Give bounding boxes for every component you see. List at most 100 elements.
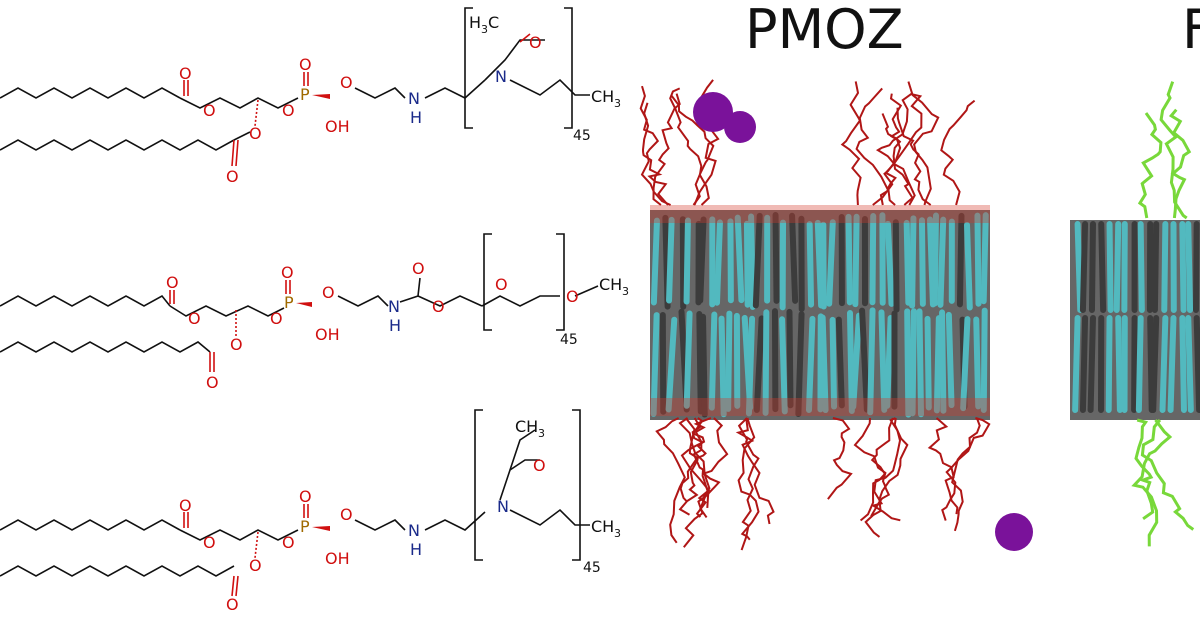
lipid-tail	[960, 316, 971, 412]
ethyl-linker-bottom	[354, 519, 406, 531]
atom-ester-o-top-2: O	[249, 124, 262, 143]
lipid-tail	[1167, 315, 1177, 413]
phosphate-wedge-bottom	[312, 526, 330, 531]
polymer-chain-top-right	[1159, 81, 1188, 220]
headgroup-layer-top-pmoz	[650, 205, 990, 223]
repeat-acyl-bottom	[499, 459, 540, 501]
panel-title-partial: F	[1182, 0, 1200, 61]
lipid-tail	[1079, 221, 1089, 313]
atom-ester-o-top-1: O	[203, 101, 216, 120]
polymer-chain-top	[881, 113, 914, 206]
lipid-tail	[1106, 221, 1114, 313]
phosphate-wedge-top	[312, 94, 330, 99]
lipid-tail	[745, 315, 756, 417]
structure-bottom-labels: O O O O O O P O OH N H CH 3 O N CH 3 45	[179, 417, 621, 614]
lipid-tail	[1074, 221, 1084, 313]
lipid-tail	[650, 312, 660, 417]
lipid-tail	[931, 212, 939, 307]
lipid-tail	[859, 307, 870, 413]
polymer-chain-top-right	[1137, 112, 1163, 219]
atom-end-ch-sub-middle: 3	[622, 285, 629, 298]
lipid-tail	[806, 221, 815, 308]
peg-repeat-middle	[481, 295, 560, 307]
lipid-tail	[1159, 315, 1169, 413]
atom-end-ch-sub-top: 3	[614, 97, 621, 110]
atom-carbamate-o-double-middle: O	[412, 259, 425, 278]
lipid-tail	[708, 311, 718, 411]
lipid-tails-right	[1072, 221, 1200, 413]
carbonyl-bond-top-2b	[235, 139, 239, 167]
atom-phosphate-o-double-bottom: O	[299, 487, 312, 506]
phosphate-wedge-middle	[296, 302, 312, 307]
lipid-tail	[1098, 221, 1107, 313]
atom-repeat-ch-bottom: CH	[515, 417, 538, 436]
atom-carbonyl-o-middle-2: O	[206, 373, 219, 392]
stereo-bond-bottom	[254, 531, 259, 559]
repeat-bracket-left-bottom	[474, 409, 483, 561]
repeat-bracket-right-top	[564, 7, 573, 129]
atom-carbamate-o-middle: O	[432, 297, 445, 316]
carbonyl-bond-top-2	[231, 139, 235, 167]
lipid-tail	[878, 309, 888, 413]
atom-carbonyl-o-bottom-1: O	[179, 496, 192, 515]
lipid-tail	[939, 309, 947, 414]
polymer-brush-pmoz	[639, 79, 991, 551]
lipid-tail	[752, 212, 763, 309]
polymer-chain-top	[652, 93, 681, 206]
atom-repeat-h3c-sub-top: 3	[481, 23, 488, 36]
polymer-chain-top	[670, 94, 715, 206]
lipid-tail	[1179, 315, 1187, 413]
lipid-tail	[1137, 221, 1145, 313]
lipid-tail	[814, 219, 825, 309]
ethyl-linker-middle	[337, 295, 389, 307]
headgroup-layer-bottom-pmoz	[650, 398, 990, 416]
atom-amine-h-top: H	[410, 108, 422, 127]
lipid-tail	[1115, 315, 1123, 413]
polymer-chain-top	[896, 107, 932, 206]
polymer-chain-top	[639, 85, 672, 206]
atom-repeat-h3c-c-top: C	[488, 13, 499, 32]
atom-amine-h-bottom: H	[410, 540, 422, 559]
repeat-bracket-left-middle	[483, 233, 492, 331]
lipid-tail	[1193, 221, 1200, 313]
peptide-pmoz	[693, 92, 1033, 551]
atom-phosphate-o-left-top: O	[282, 101, 295, 120]
repeat-count-middle: 45	[560, 332, 578, 348]
lipid-tail	[1113, 221, 1122, 313]
polymer-chain-top	[669, 87, 710, 206]
lipid-tail	[980, 307, 988, 413]
polymer-chain-bottom	[678, 417, 711, 548]
lipid-tail	[805, 315, 816, 413]
lipid-tail	[700, 313, 708, 418]
lipid-tail	[748, 213, 756, 310]
lipid-tail	[697, 216, 707, 304]
atom-ester-o-middle-2: O	[230, 335, 243, 354]
lipid-tail	[1079, 315, 1089, 413]
atom-repeat-n-top: N	[495, 67, 507, 86]
polymer-chain-bottom	[853, 417, 891, 517]
polymer-chain-bottom	[864, 417, 909, 538]
structure-top-labels: O O O O O O P O OH N H H 3 C O N CH 3 45	[179, 13, 621, 186]
lipid-tail	[1151, 221, 1160, 313]
atom-phosphate-o-right-middle: O	[322, 283, 335, 302]
lipid-tail	[1161, 221, 1169, 313]
lipid-tail	[779, 316, 788, 415]
lipid-tail	[772, 212, 780, 304]
atom-carbonyl-o-middle-1: O	[166, 273, 179, 292]
fatty-acid-chain-bottom-1	[0, 519, 181, 531]
polymer-chain-bottom-right	[1131, 419, 1173, 547]
carbonyl-bond-bottom-2b	[235, 575, 239, 597]
lipid-tail	[1150, 315, 1160, 413]
ethyl-linker-top	[354, 87, 406, 99]
repeat-bracket-right-bottom	[572, 409, 581, 561]
lipid-tail	[852, 213, 860, 308]
lipid-tail	[1087, 315, 1096, 413]
polymer-chain-bottom-right	[1134, 418, 1155, 521]
atom-amine-n-top: N	[408, 89, 420, 108]
lipid-tail	[884, 315, 894, 409]
lipid-tail	[819, 314, 829, 414]
polymer-brush-right	[1131, 81, 1195, 547]
atom-repeat-ch-sub-bottom: 3	[538, 427, 545, 440]
lipid-tail	[789, 212, 799, 304]
lipid-tail	[1185, 315, 1194, 413]
